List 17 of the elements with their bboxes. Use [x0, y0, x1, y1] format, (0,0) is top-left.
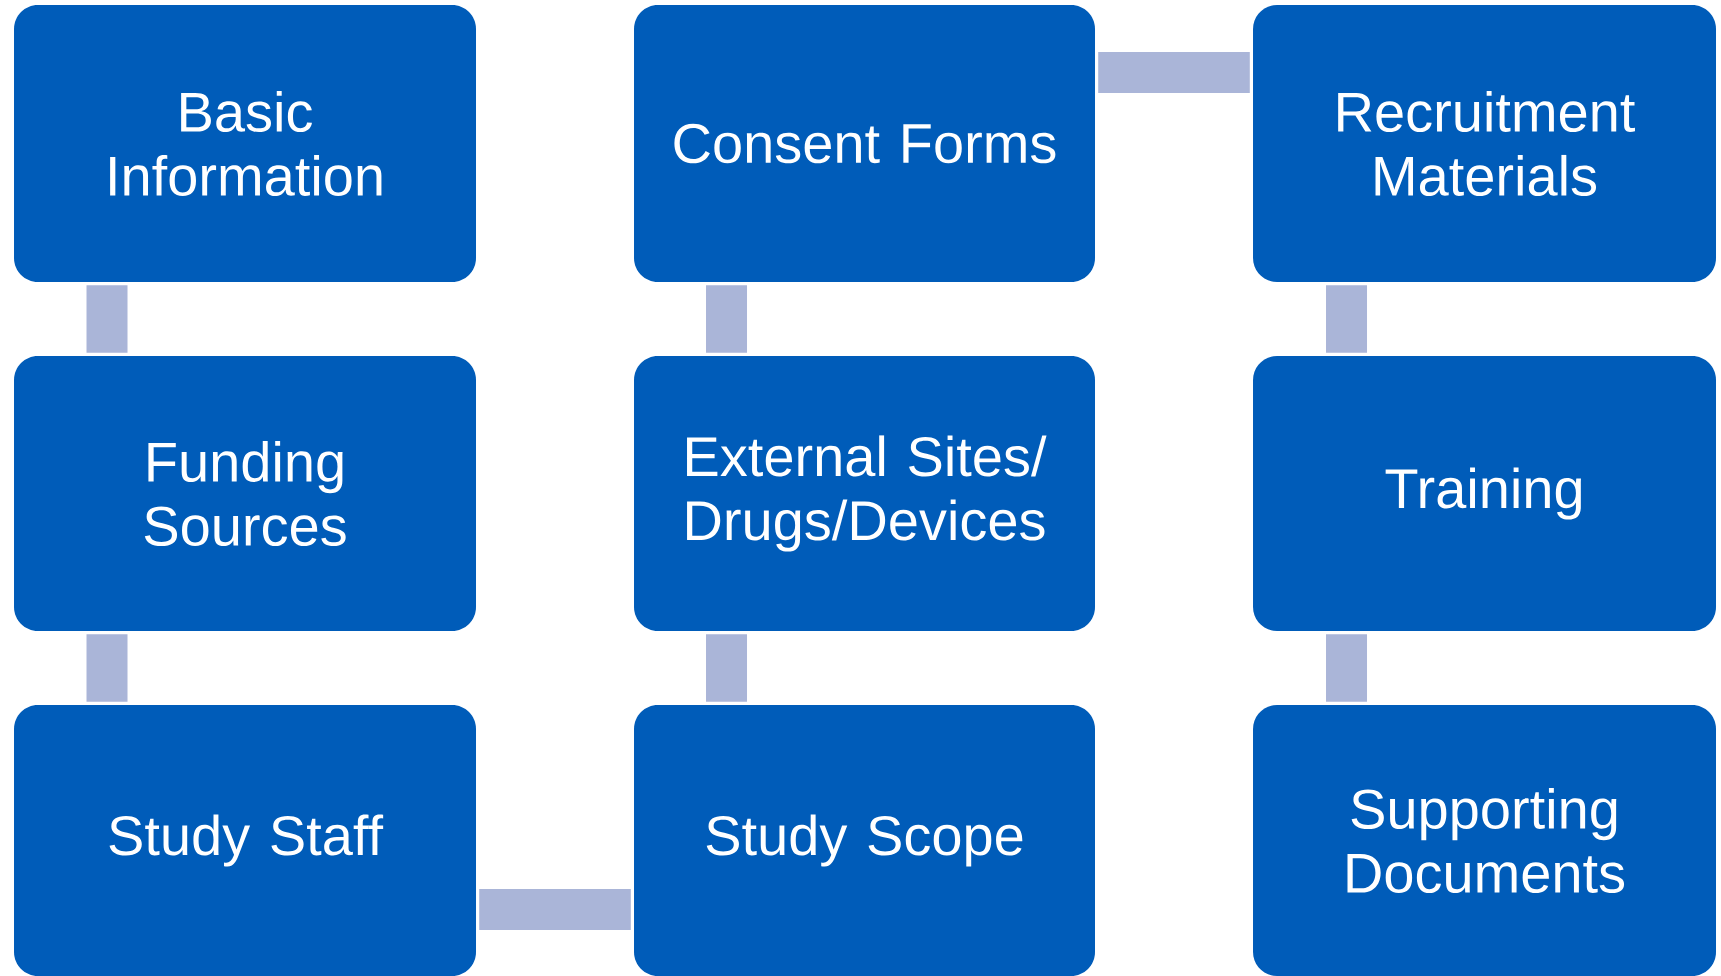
process-box: Recruitment Materials — [1253, 5, 1716, 282]
connector-bar — [706, 634, 747, 702]
process-box: Supporting Documents — [1253, 705, 1716, 976]
connector-bar — [706, 285, 747, 353]
connector-bar — [1326, 285, 1367, 353]
process-box: Basic Information — [14, 5, 476, 282]
process-box: Training — [1253, 356, 1716, 631]
connector-bar — [86, 634, 128, 702]
process-box: External Sites/ Drugs/Devices — [634, 356, 1095, 631]
process-box: Consent Forms — [634, 5, 1095, 282]
connector-bar — [1098, 52, 1250, 93]
process-box: Study Staff — [14, 705, 476, 976]
connector-bar — [1326, 634, 1367, 702]
process-box: Study Scope — [634, 705, 1095, 976]
process-box: Funding Sources — [14, 356, 476, 631]
connector-bar — [86, 285, 128, 353]
connector-bar — [479, 889, 631, 930]
